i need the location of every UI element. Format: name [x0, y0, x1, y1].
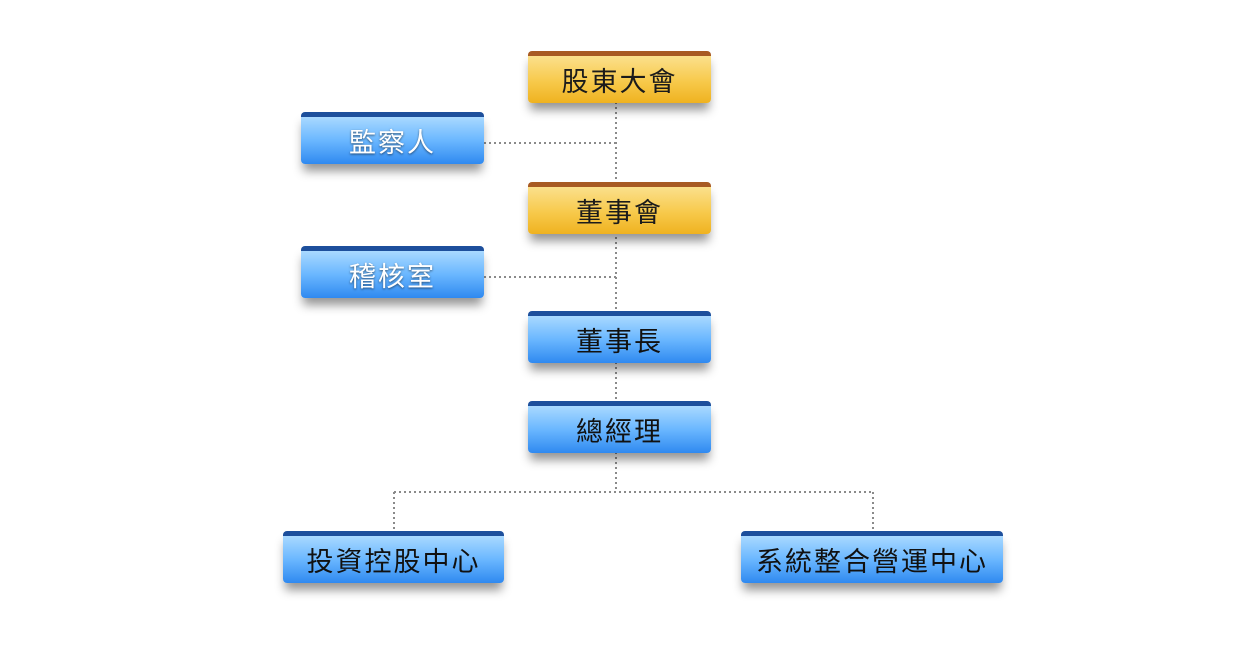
node-audit-office[interactable]: 稽核室: [301, 246, 484, 298]
node-shareholders-meeting[interactable]: 股東大會: [528, 51, 711, 103]
node-general-manager[interactable]: 總經理: [528, 401, 711, 453]
node-investment-holding-center[interactable]: 投資控股中心: [283, 531, 504, 583]
node-supervisor[interactable]: 監察人: [301, 112, 484, 164]
node-board-of-directors[interactable]: 董事會: [528, 182, 711, 234]
node-chairman[interactable]: 董事長: [528, 311, 711, 363]
node-system-integration-center[interactable]: 系統整合營運中心: [741, 531, 1003, 583]
